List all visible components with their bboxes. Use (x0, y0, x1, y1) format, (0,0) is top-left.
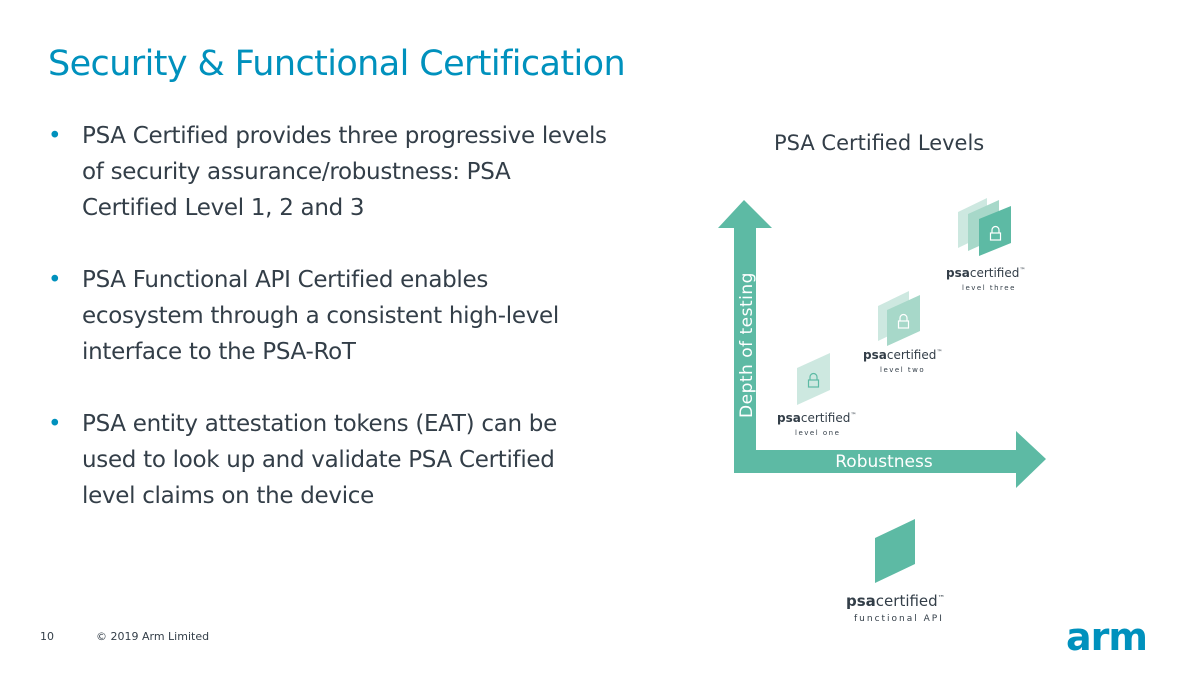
y-axis-arrow (718, 200, 772, 473)
badge-trademark: ™ (938, 594, 945, 602)
badge-brand-light: certified (876, 592, 938, 610)
svg-text:psacertified™: psacertified™ (863, 348, 942, 362)
svg-text:psacertified™: psacertified™ (846, 592, 945, 610)
y-axis-label: Depth of testing (737, 272, 757, 418)
x-axis-arrow (734, 431, 1046, 488)
arm-logo-text: arm (1066, 615, 1147, 654)
padlock-icon (899, 313, 908, 321)
bullet-item-functional-api: PSA Functional API Certified enables eco… (48, 262, 608, 370)
badge-level-one: psacertified™ level one (777, 353, 856, 437)
page-number: 10 (40, 630, 54, 643)
lock-shield-icon (979, 206, 1011, 256)
functional-api-shape-icon (875, 519, 915, 583)
badge-brand-bold: psa (846, 592, 876, 610)
badge-trademark: ™ (936, 349, 942, 356)
lock-shield-icon (797, 353, 830, 405)
badge-brand-light: certified (801, 411, 851, 425)
badge-functional-api: psacertified™ functional API (846, 519, 945, 624)
badge-level-label: functional API (854, 614, 944, 624)
badge-brand-bold: psa (946, 266, 970, 280)
badge-brand-light: certified (970, 266, 1020, 280)
axes: Depth of testing Robustness (718, 200, 1046, 488)
badge-brand-light: certified (887, 348, 937, 362)
slide-title: Security & Functional Certification (48, 44, 626, 84)
padlock-icon (809, 372, 818, 380)
badge-level-label: level three (962, 284, 1016, 292)
badge-brand-bold: psa (863, 348, 887, 362)
diagram-title: PSA Certified Levels (774, 131, 985, 155)
badge-level-three: psacertified™ level three (946, 198, 1025, 292)
bullet-list: PSA Certified provides three progressive… (48, 118, 608, 550)
copyright: © 2019 Arm Limited (96, 630, 210, 643)
badge-level-label: level two (880, 366, 925, 374)
badge-trademark: ™ (1019, 267, 1025, 274)
badge-level-label: level one (795, 429, 840, 437)
svg-text:psacertified™: psacertified™ (946, 266, 1025, 280)
badge-trademark: ™ (850, 412, 856, 419)
bullet-item-levels: PSA Certified provides three progressive… (48, 118, 608, 226)
svg-text:psacertified™: psacertified™ (777, 411, 856, 425)
x-axis-label: Robustness (835, 452, 933, 472)
padlock-icon (991, 225, 1000, 233)
badge-level-two: psacertified™ level two (863, 291, 942, 374)
bullet-item-attestation: PSA entity attestation tokens (EAT) can … (48, 406, 608, 514)
badge-brand-bold: psa (777, 411, 801, 425)
arm-logo: arm (1066, 615, 1148, 654)
